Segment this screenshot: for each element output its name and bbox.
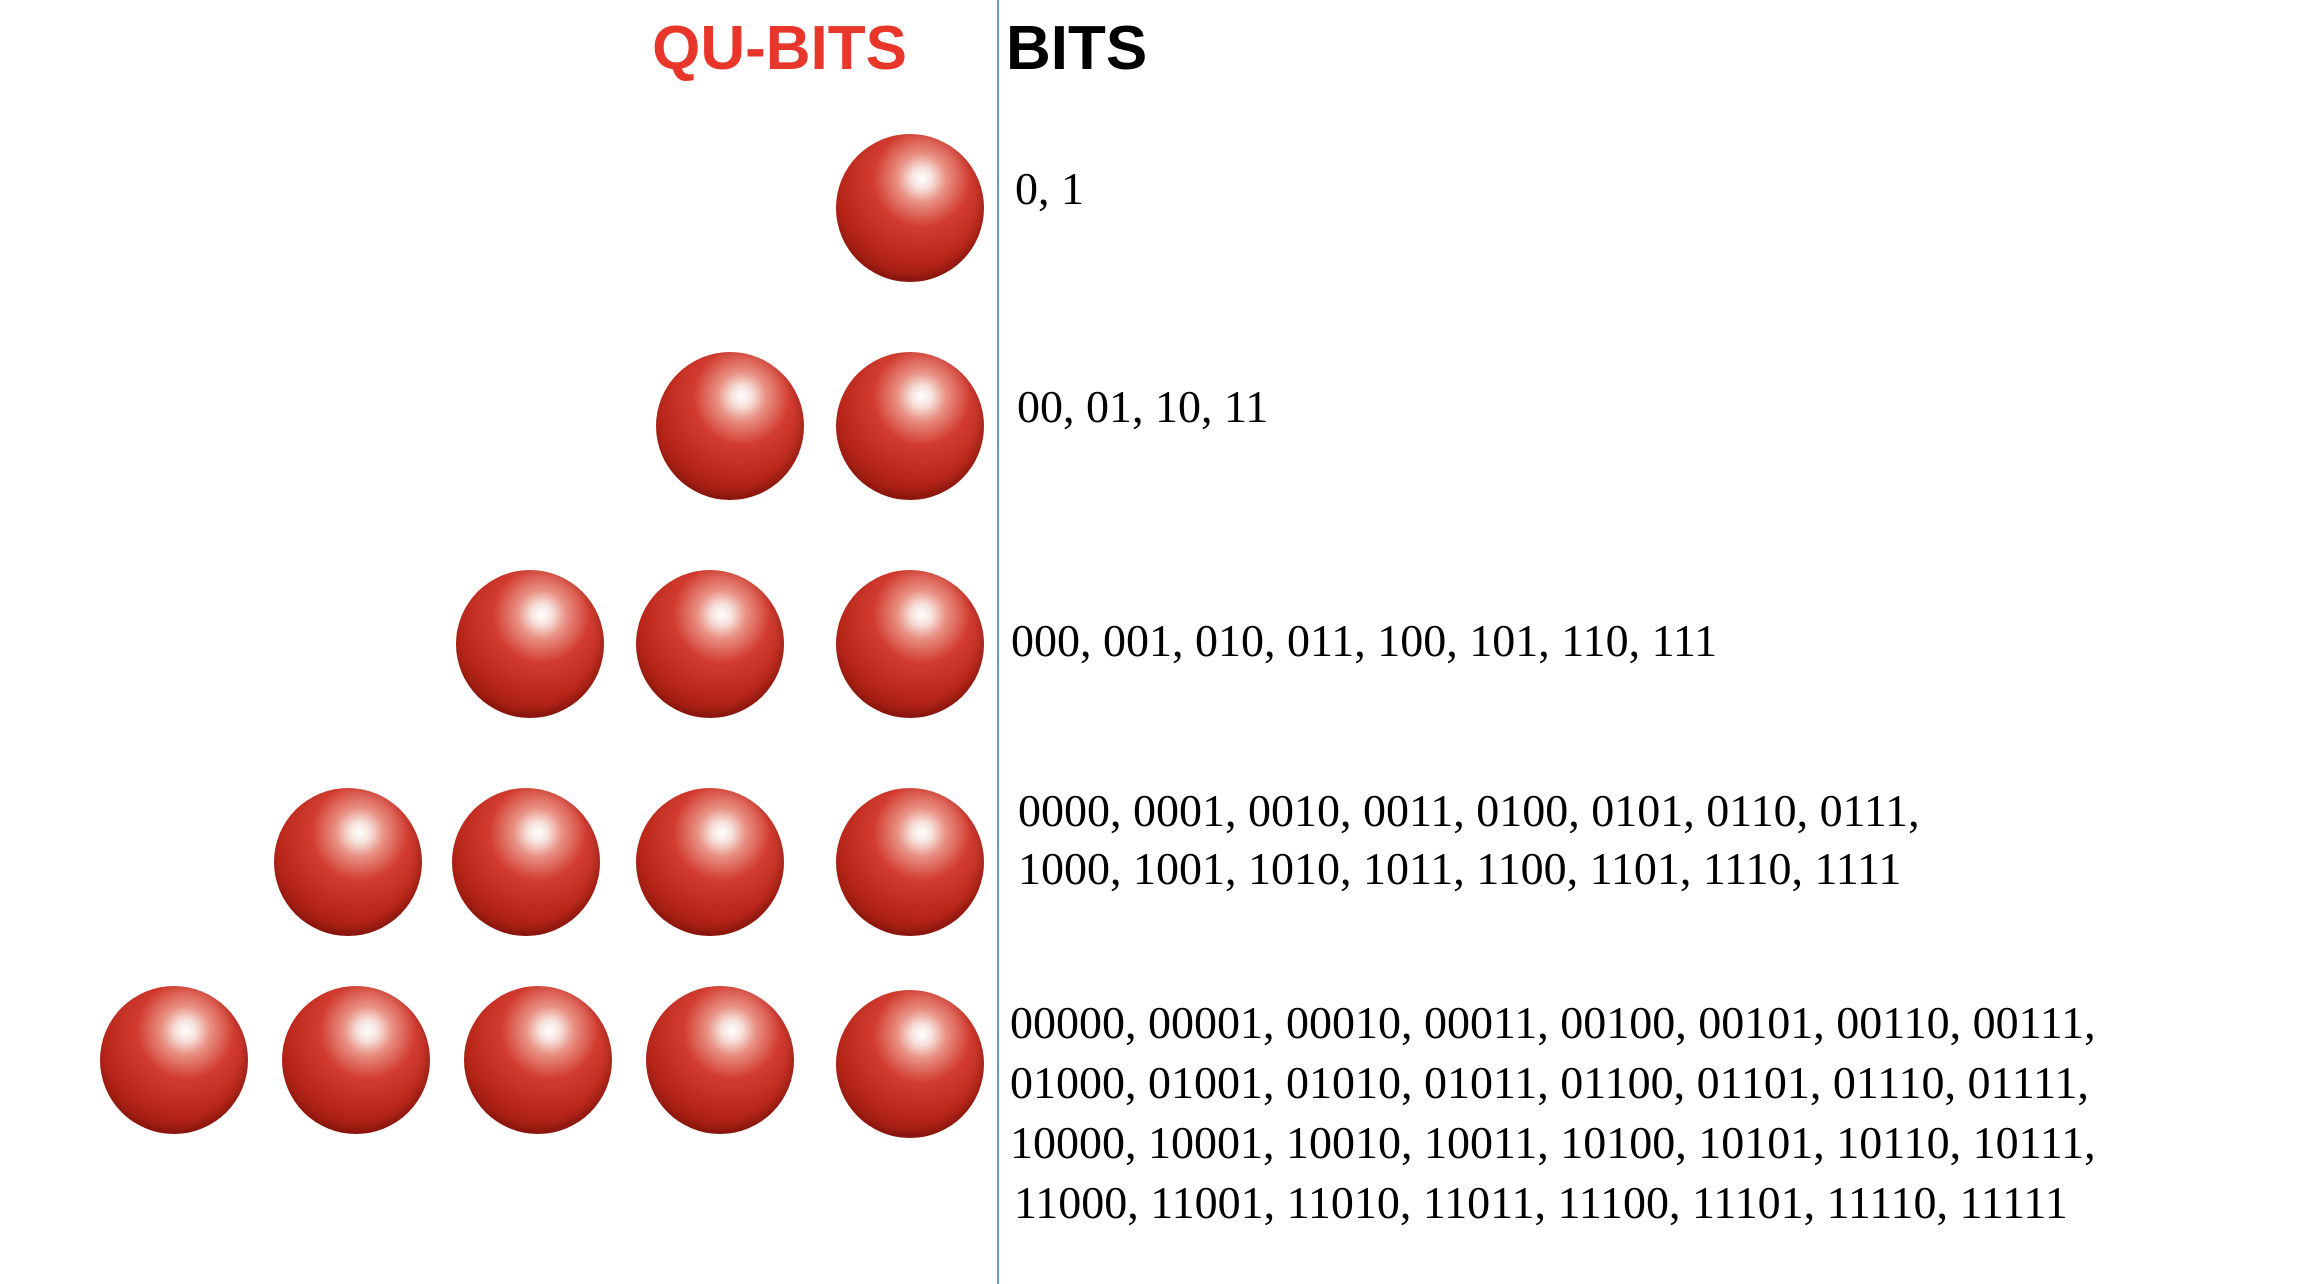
qubit-sphere <box>656 352 804 500</box>
bits-line: 1000, 1001, 1010, 1011, 1100, 1101, 1110… <box>1018 843 1902 894</box>
bits-line: 000, 001, 010, 011, 100, 101, 110, 111 <box>1011 615 1718 666</box>
qubit-sphere <box>100 986 248 1134</box>
qubit-sphere <box>636 788 784 936</box>
bits-line: 0, 1 <box>1015 163 1084 214</box>
bits-line: 10000, 10001, 10010, 10011, 10100, 10101… <box>1010 1117 2096 1168</box>
qubit-sphere <box>646 986 794 1134</box>
qubit-sphere <box>636 570 784 718</box>
qubit-sphere <box>836 788 984 936</box>
bits-line: 01000, 01001, 01010, 01011, 01100, 01101… <box>1010 1057 2089 1108</box>
qubit-sphere <box>456 570 604 718</box>
qubit-sphere <box>464 986 612 1134</box>
bits-heading: BITS <box>1006 14 1148 83</box>
qubit-sphere <box>836 352 984 500</box>
qubit-sphere <box>836 990 984 1138</box>
bits-line: 00, 01, 10, 11 <box>1017 381 1269 432</box>
bits-line: 11000, 11001, 11010, 11011, 11100, 11101… <box>1014 1177 2068 1228</box>
qubit-sphere <box>452 788 600 936</box>
qubit-sphere <box>274 788 422 936</box>
column-divider <box>997 0 999 1284</box>
qubits-heading: QU-BITS <box>652 14 907 83</box>
bits-line: 00000, 00001, 00010, 00011, 00100, 00101… <box>1010 997 2096 1048</box>
qubit-sphere <box>836 134 984 282</box>
qubit-sphere <box>282 986 430 1134</box>
qubit-sphere <box>836 570 984 718</box>
bits-line: 0000, 0001, 0010, 0011, 0100, 0101, 0110… <box>1018 785 1920 836</box>
